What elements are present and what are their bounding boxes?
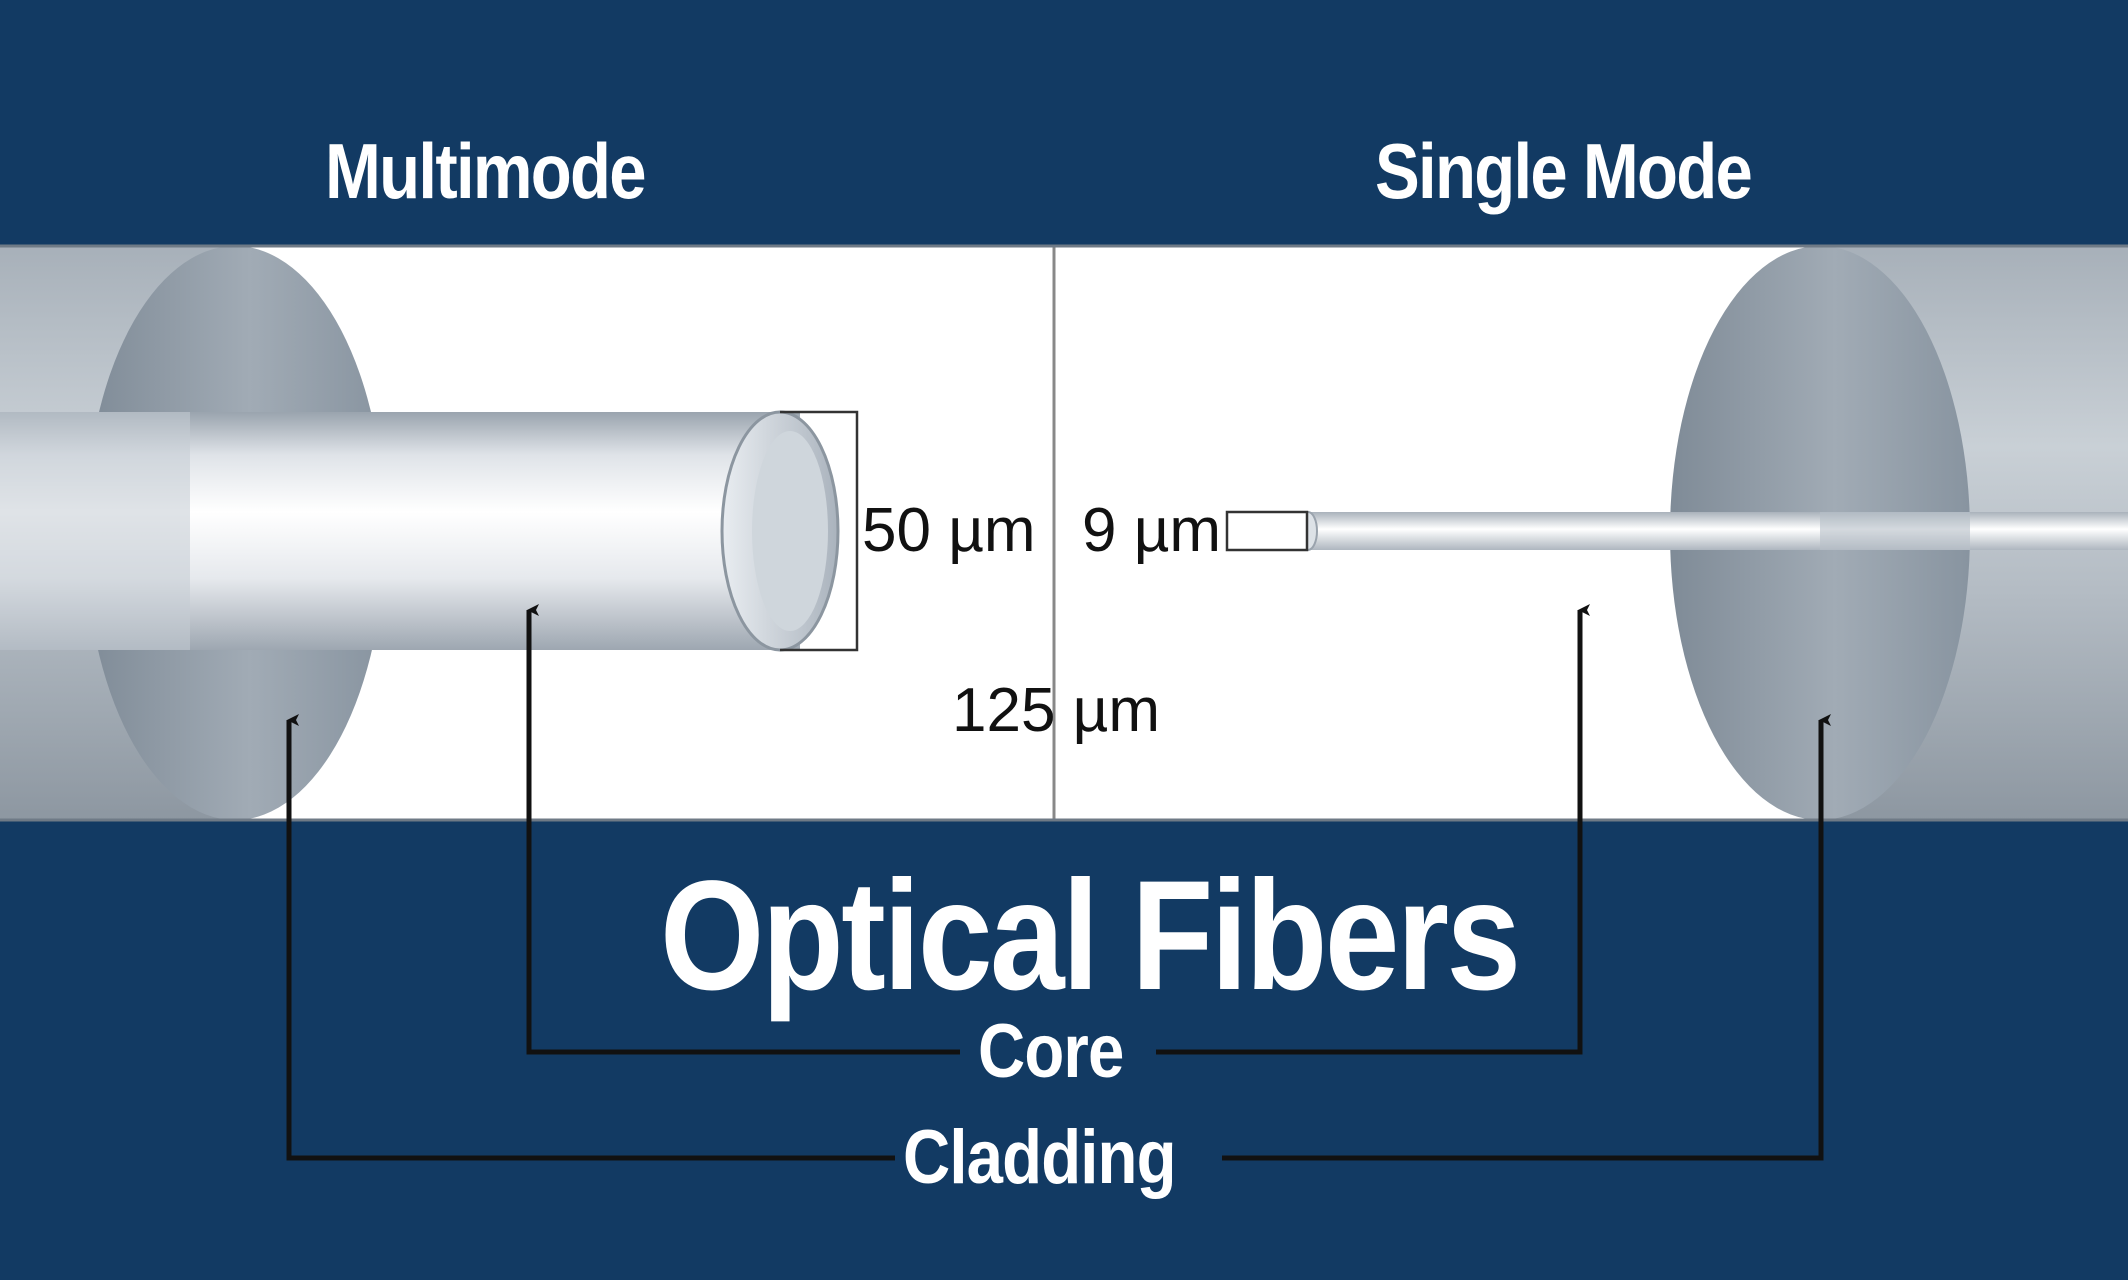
- multimode-dimension-bracket: [780, 410, 859, 652]
- multimode-core-diameter: 50 µm: [862, 496, 1036, 565]
- cladding-leader-left: [286, 714, 895, 1161]
- core-leader-right: [1156, 604, 1590, 1055]
- single-mode-heading: Single Mode: [1375, 127, 1753, 215]
- multimode-heading: Multimode: [325, 127, 647, 215]
- single-mode-core-body: [1305, 512, 2128, 550]
- core-label: Core: [978, 1009, 1124, 1094]
- single-mode-core-diameter: 9 µm: [1082, 496, 1222, 565]
- single-mode-dimension-box: [1225, 510, 1309, 552]
- core-leader-left: [526, 604, 960, 1055]
- cladding-leader-right: [1222, 714, 1831, 1161]
- cladding-label: Cladding: [903, 1115, 1177, 1200]
- cladding-diameter: 125 µm: [952, 676, 1161, 745]
- diagram-title: Optical Fibers: [660, 849, 1521, 1023]
